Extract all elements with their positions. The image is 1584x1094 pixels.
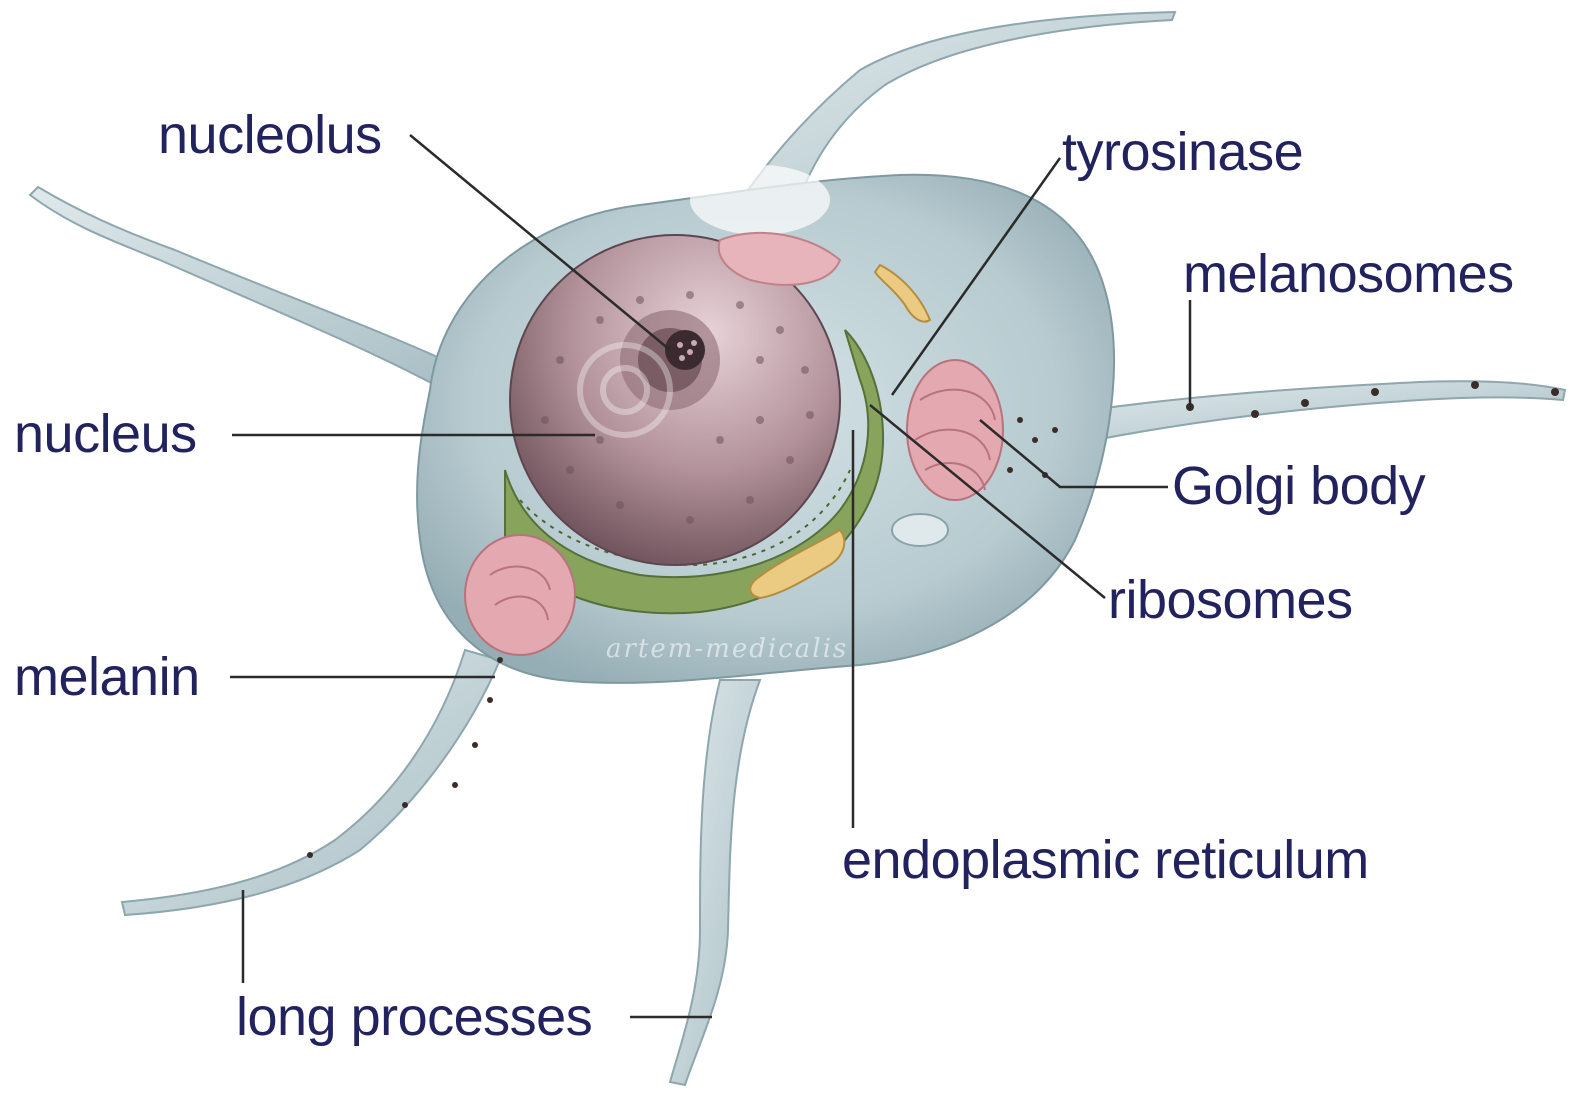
label-endoplasmic-reticulum: endoplasmic reticulum: [842, 833, 1369, 887]
golgi-body-right: [907, 360, 1003, 500]
label-golgi-body: Golgi body: [1172, 459, 1425, 513]
label-melanin: melanin: [14, 650, 200, 704]
label-nucleus: nucleus: [14, 407, 197, 461]
golgi-body-left: [465, 535, 575, 655]
label-nucleolus: nucleolus: [158, 108, 382, 162]
cell-highlight: [690, 165, 830, 235]
label-tyrosinase: tyrosinase: [1062, 125, 1303, 179]
label-long-processes: long processes: [236, 990, 592, 1044]
label-melanosomes: melanosomes: [1183, 247, 1514, 301]
vacuole: [892, 514, 948, 546]
watermark: artem-medicalis: [606, 634, 848, 664]
label-ribosomes: ribosomes: [1108, 573, 1353, 627]
process-right: [1090, 381, 1565, 440]
process-bottom: [670, 680, 760, 1085]
process-upper-left: [30, 187, 455, 385]
